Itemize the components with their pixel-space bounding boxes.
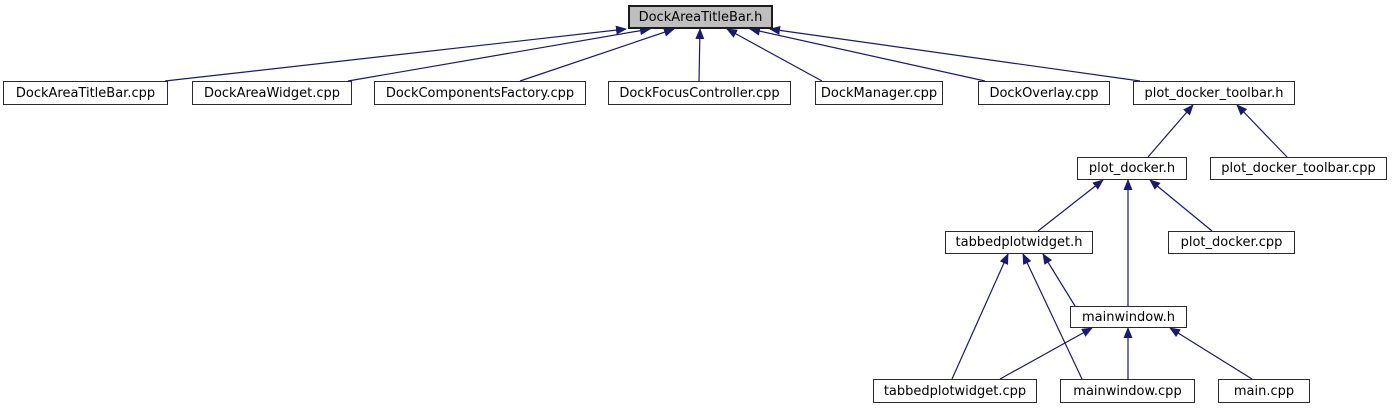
graph-node-plot_docker_cpp[interactable]: plot_docker.cpp — [1168, 231, 1295, 254]
graph-node-tabbedplotwidget_cpp[interactable]: tabbedplotwidget.cpp — [873, 379, 1037, 403]
graph-node-plot_docker_toolbar_cpp[interactable]: plot_docker_toolbar.cpp — [1210, 157, 1387, 180]
graph-node-DockAreaWidget_cpp[interactable]: DockAreaWidget.cpp — [192, 81, 352, 105]
edge-plot_docker_toolbar_h-to-DockAreaTitleBar_h — [769, 25, 1141, 82]
edge-plot_docker_cpp-to-plot_docker_h — [1149, 179, 1213, 232]
edge-DockOverlay_cpp-to-DockAreaTitleBar_h — [749, 26, 986, 82]
edge-plot_docker_h-to-plot_docker_toolbar_h — [1147, 104, 1194, 158]
graph-node-DockAreaTitleBar_cpp[interactable]: DockAreaTitleBar.cpp — [3, 81, 168, 105]
edge-DockManager_cpp-to-DockAreaTitleBar_h — [726, 28, 823, 82]
edge-DockAreaTitleBar_cpp-to-DockAreaTitleBar_h — [164, 25, 627, 82]
graph-node-DockManager_cpp[interactable]: DockManager.cpp — [815, 81, 943, 105]
graph-node-mainwindow_h[interactable]: mainwindow.h — [1070, 306, 1187, 328]
graph-node-DockComponentsFactory_cpp[interactable]: DockComponentsFactory.cpp — [374, 81, 586, 105]
graph-node-main_cpp[interactable]: main.cpp — [1218, 379, 1310, 403]
graph-node-tabbedplotwidget_h[interactable]: tabbedplotwidget.h — [945, 231, 1093, 254]
graph-node-mainwindow_cpp[interactable]: mainwindow.cpp — [1060, 379, 1195, 403]
graph-node-DockAreaTitleBar_h: DockAreaTitleBar.h — [628, 5, 773, 29]
graph-node-DockOverlay_cpp[interactable]: DockOverlay.cpp — [978, 81, 1110, 105]
edge-mainwindow_cpp-to-tabbedplotwidget_h — [1022, 253, 1083, 380]
edge-tabbedplotwidget_cpp-to-tabbedplotwidget_h — [951, 253, 1009, 380]
graph-node-DockFocusController_cpp[interactable]: DockFocusController.cpp — [608, 81, 791, 105]
edge-DockComponentsFactory_cpp-to-DockAreaTitleBar_h — [519, 27, 675, 82]
edge-plot_docker_toolbar_cpp-to-plot_docker_toolbar_h — [1236, 104, 1288, 158]
edge-mainwindow_h-to-tabbedplotwidget_h — [1042, 253, 1076, 307]
edge-DockFocusController_cpp-to-DockAreaTitleBar_h — [695, 28, 705, 82]
graph-node-plot_docker_h[interactable]: plot_docker.h — [1077, 157, 1187, 180]
edge-tabbedplotwidget_cpp-to-mainwindow_h — [999, 327, 1093, 380]
graph-node-plot_docker_toolbar_h[interactable]: plot_docker_toolbar.h — [1133, 81, 1295, 105]
edge-DockAreaWidget_cpp-to-DockAreaTitleBar_h — [347, 26, 651, 82]
edge-tabbedplotwidget_h-to-plot_docker_h — [1037, 179, 1104, 232]
edge-main_cpp-to-mainwindow_h — [1169, 327, 1253, 380]
